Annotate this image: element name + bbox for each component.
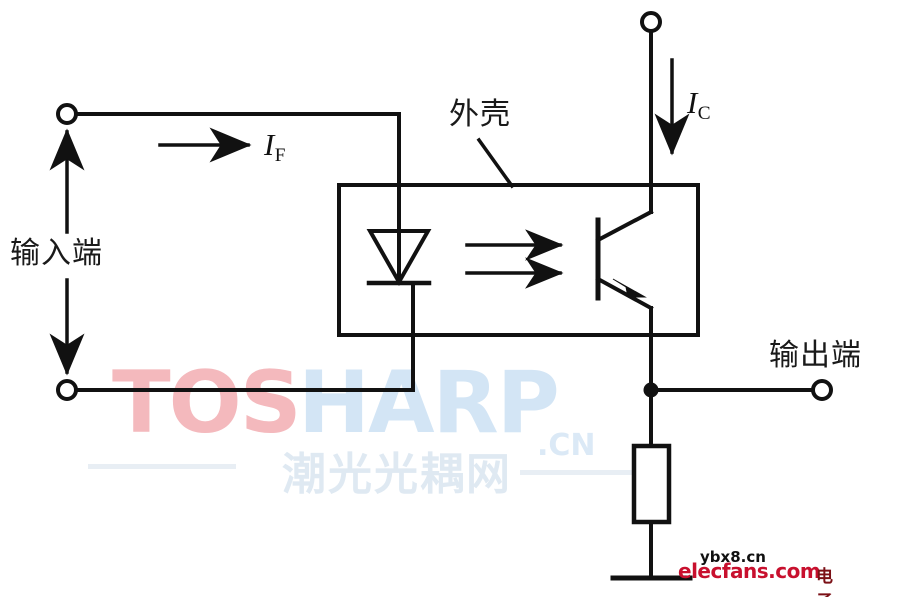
input-terminal-top[interactable] [56,103,78,125]
input-terminal-label: 输入端 [10,236,103,271]
ic-subscript: C [697,102,711,124]
supply-terminal-top[interactable] [640,11,662,33]
input-top-wire [74,112,401,228]
ic-label: IC [687,85,711,123]
optical-coupling-arrows [465,229,564,289]
casing-leader-line [476,137,515,189]
casing-label: 外壳 [449,97,511,132]
package-box [337,183,700,337]
junction-dot [643,382,659,398]
if-subscript: F [274,144,286,166]
if-label: IF [264,127,285,165]
output-terminal-label: 输出端 [769,338,862,373]
load-resistor [631,443,672,525]
ic-symbol: I [687,85,698,120]
output-terminal[interactable] [811,379,833,401]
input-terminal-bottom[interactable] [56,379,78,401]
input-bottom-wire [74,281,415,392]
phototransistor-symbol [595,209,654,311]
if-symbol: I [264,127,275,162]
led-symbol [366,224,432,287]
